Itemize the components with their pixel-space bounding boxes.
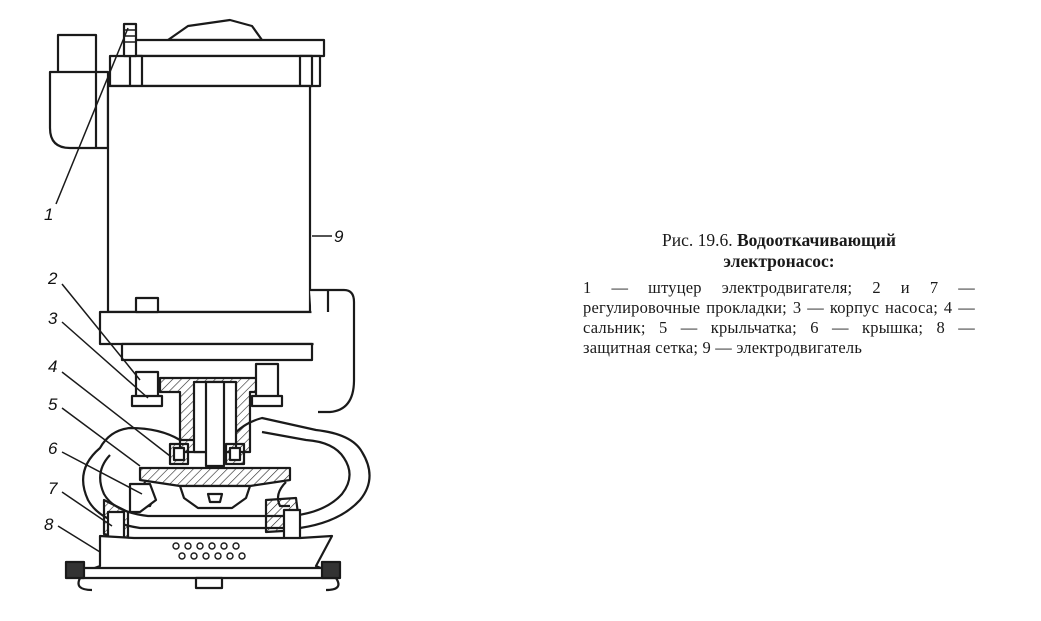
seal-housing (158, 376, 272, 468)
caption-heading: Рис. 19.6. Водооткачивающий электронасос… (583, 230, 975, 272)
protective-screen (64, 534, 342, 592)
caption-title-line1: Водооткачивающий (737, 230, 896, 250)
callout-8: 8 (44, 515, 54, 534)
motor-top-cover (108, 18, 326, 88)
callout-3: 3 (48, 309, 58, 328)
impeller (138, 466, 292, 510)
caption-title-line2: электронасос: (723, 251, 835, 271)
callout-6: 6 (48, 439, 58, 458)
screen-holes (172, 542, 246, 560)
callout-1: 1 (44, 205, 54, 224)
figure-caption: Рис. 19.6. Водооткачивающий электронасос… (583, 230, 975, 358)
leader-lines (55, 27, 332, 553)
electric-motor-housing (98, 84, 356, 414)
callout-2: 2 (48, 269, 58, 288)
caption-legend: 1 — штуцер электродвигателя; 2 и 7 — рег… (583, 278, 975, 357)
caption-prefix: Рис. 19.6. (662, 230, 733, 250)
callout-5: 5 (48, 395, 58, 414)
callout-9: 9 (334, 227, 344, 246)
terminal-box (48, 33, 110, 150)
callout-7: 7 (48, 479, 58, 498)
callout-4: 4 (48, 357, 58, 376)
